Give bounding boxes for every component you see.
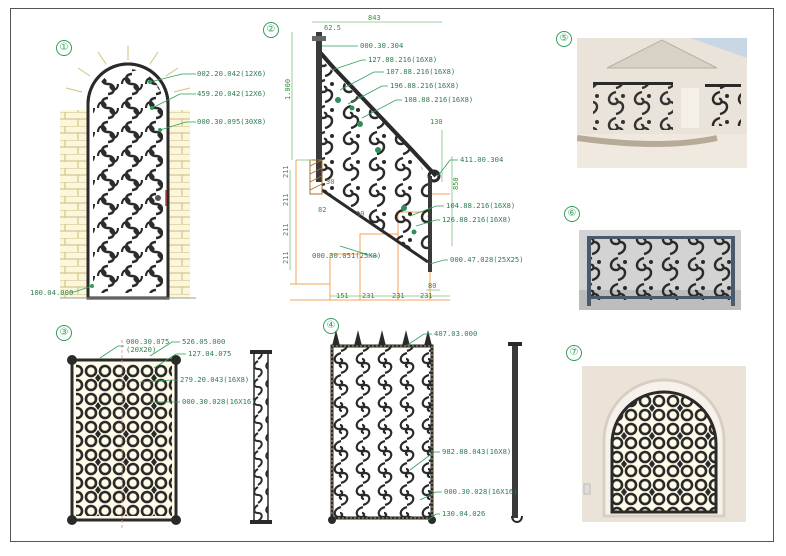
callout-label: 50	[356, 210, 364, 218]
callout-label: 000.47.028(25X25)	[450, 255, 524, 264]
callout-label: (20X20)	[126, 345, 156, 354]
window-grille-drawing	[67, 340, 272, 528]
callout-label: 108.88.216(16X8)	[404, 95, 473, 104]
callout-label: 211	[282, 165, 290, 178]
callout-label: 843	[368, 14, 381, 22]
callout-label: 62.5	[324, 24, 341, 32]
callout-label: 100.04.000	[30, 288, 73, 297]
panel-number-4: ④	[323, 318, 339, 334]
photo-scroll-railing	[579, 230, 741, 310]
panel-number-1: ①	[56, 40, 72, 56]
callout-label: 126.88.216(16X8)	[442, 215, 511, 224]
callout-label: 526.05.000	[182, 337, 225, 346]
callout-label: 127.04.075	[188, 349, 231, 358]
callout-label: 130.04.026	[442, 509, 485, 518]
panel-number-6: ⑥	[564, 206, 580, 222]
callout-label: 151	[336, 292, 349, 300]
callout-label: 211	[282, 223, 290, 236]
callout-label: 000.30.051(25X8)	[312, 251, 381, 260]
callout-label: 000.30.095(30X8)	[197, 117, 266, 126]
callout-label: 211	[282, 193, 290, 206]
callout-label: 104.88.216(16X8)	[446, 201, 515, 210]
callout-label: 127.88.216(16X8)	[368, 55, 437, 64]
callout-label: 000.30.028(16X16)	[182, 397, 256, 406]
callout-label: 850	[452, 177, 460, 190]
panel-number-7: ⑦	[566, 345, 582, 361]
callout-label: 211	[282, 251, 290, 264]
callout-label: 279.20.043(16X8)	[180, 375, 249, 384]
arched-door-drawing	[60, 46, 196, 300]
callout-label: 000.30.028(16X16)	[444, 487, 518, 496]
photo-balcony-railing	[577, 38, 747, 168]
stair-railing-drawing	[289, 21, 458, 301]
callout-label: 002.20.042(12X6)	[197, 69, 266, 78]
callout-label: 231	[420, 292, 433, 300]
callout-label: 982.88.043(16X8)	[442, 447, 511, 456]
callout-label: 196.88.216(16X8)	[390, 81, 459, 90]
spear-panel-drawing	[328, 330, 523, 524]
callout-label: 80	[428, 282, 436, 290]
panel-number-3: ③	[56, 325, 72, 341]
panel-number-5: ⑤	[556, 31, 572, 47]
callout-label: 30	[326, 178, 334, 186]
callout-label: 231	[392, 292, 405, 300]
sheet-border	[10, 8, 774, 542]
callout-label: 459.20.042(12X6)	[197, 89, 266, 98]
callout-label: 231	[362, 292, 375, 300]
panel-number-2: ②	[263, 22, 279, 38]
callout-label: 000.30.075	[126, 337, 169, 346]
callout-label: 1.000	[284, 79, 292, 100]
callout-label: 107.88.216(16X8)	[386, 67, 455, 76]
callout-label: 407.03.000	[434, 329, 477, 338]
callout-label: 82	[318, 206, 326, 214]
callout-label: 411.00.304	[460, 155, 503, 164]
callout-label: 000.30.304	[360, 41, 403, 50]
photo-arched-window-grille	[582, 366, 746, 522]
callout-label: 130	[430, 118, 443, 126]
